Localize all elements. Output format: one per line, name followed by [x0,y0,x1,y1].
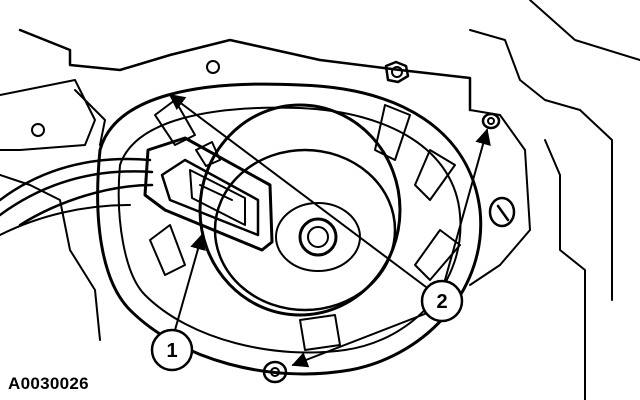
blower-motor [198,103,402,317]
panel-hardware [31,60,410,137]
motor-shaft-icon [298,217,338,257]
callout-2-leaders [168,94,491,368]
callout-1: 1 [150,328,194,372]
callout-1-label: 1 [166,340,177,362]
fan-vanes [149,99,461,351]
blower-housing-ring [96,82,483,376]
callout-1-leader [174,233,206,331]
mounting-screw-bottom [262,360,288,384]
wiring-harness [0,157,154,236]
electrical-connector [143,136,274,252]
callout-2-label: 2 [436,291,447,313]
figure-id: A0030026 [8,374,89,393]
mounting-screw-upper-right [481,112,501,130]
callout-2: 2 [420,279,464,323]
mounting-screw-right [488,196,516,228]
hex-nut-icon [384,60,410,84]
